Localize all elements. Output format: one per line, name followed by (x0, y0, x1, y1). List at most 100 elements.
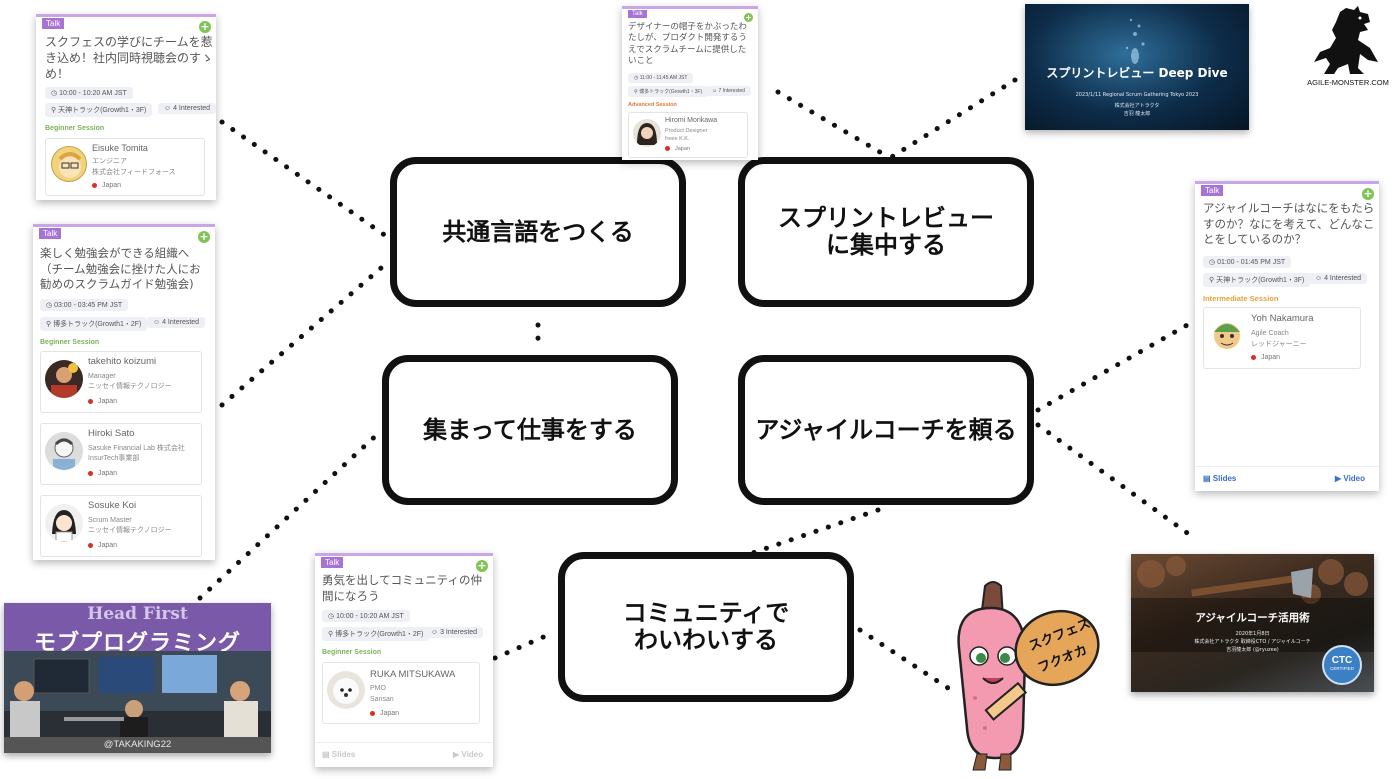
plus-icon[interactable]: + (199, 20, 211, 33)
box-common-language-label: 共通言語をつくる (442, 217, 634, 246)
person-photo-icon (637, 123, 657, 145)
box-community: コミュニティでわいわいする (558, 552, 854, 702)
speaker-company: Sansan (370, 696, 394, 703)
time-text: 10:00 - 10:20 AM JST (59, 90, 127, 97)
speaker-company: ニッセイ情報テクノロジー (88, 527, 172, 534)
agile-monster-logo: AGILE-MONSTER.COM (1298, 2, 1398, 94)
speaker-card[interactable]: Hiroki Sato Sasuke Financial Lab 株式会社 In… (40, 423, 202, 485)
speaker-company: InsurTech事業部 (88, 455, 140, 462)
ctc-badge-sub: CERTIFIED (1330, 666, 1354, 671)
avatar (45, 360, 83, 398)
speaker-role: Scrum Master (88, 517, 132, 524)
slide-event: 2023/1/11 Regional Scrum Gathering Tokyo… (1075, 92, 1199, 98)
plus-icon[interactable]: + (744, 13, 753, 22)
slide-author: 吉羽 龍太郎 (1123, 111, 1151, 117)
session-card-designer-hat[interactable]: Talk + デザイナーの帽子をかぶったわたしが、プロダクト開発するうえでスクラ… (622, 6, 758, 160)
session-card-study-group[interactable]: Talk + 楽しく勉強会ができる組織へ（チーム勉強会に挫けた人にお勧めのスクラ… (33, 224, 215, 560)
cover-title-line1: Head First (87, 604, 188, 624)
level-label: Beginner Session (45, 125, 105, 132)
slide-agile-coach: アジャイルコーチ活用術 2020年1月8日 株式会社アトラクタ 取締役CTO /… (1131, 554, 1374, 692)
underwater-diver-graphic (1125, 18, 1145, 64)
level-label: Beginner Session (322, 649, 382, 656)
card-divider (315, 742, 493, 743)
time-pill: ◷ 01:00 - 01:45 PM JST (1203, 256, 1292, 268)
box-mob-work: 集まって仕事をする (382, 355, 678, 505)
slides-link[interactable]: ▤ Slides (1203, 474, 1237, 483)
interested-pill: ☺ 4 Interested (158, 103, 216, 114)
speaker-role: Agile Coach (1251, 330, 1289, 337)
speaker-card[interactable]: RUKA MITSUKAWA PMO Sansan Japan (322, 662, 480, 724)
ctc-badge-label: CTC (1331, 655, 1353, 666)
plus-icon[interactable]: + (1362, 187, 1374, 200)
session-card-agile-coach[interactable]: Talk + アジャイルコーチはなにをもたらすのか？なにを考えて、どんなことをし… (1195, 181, 1379, 491)
speaker-role: Sasuke Financial Lab 株式会社 (88, 445, 185, 452)
slides-link[interactable]: ▤ Slides (322, 750, 356, 759)
session-card-team-viewing[interactable]: Talk + スクフェスの学びにチームを惹き込め！社内同時視聴会のすゝめ！ ◷ … (36, 14, 216, 200)
cartoon-face-icon (58, 152, 82, 178)
interested-text: 4 Interested (1324, 275, 1362, 282)
time-text: 10:00 - 10:20 AM JST (336, 613, 404, 620)
box-agile-coach: アジャイルコーチを頼る (738, 355, 1034, 505)
level-label: Beginner Session (40, 339, 100, 346)
video-label: Video (1343, 474, 1366, 483)
track-pill: ⚲ 天神トラック(Growth1・3F) (1203, 273, 1311, 287)
track-pill: ⚲ 博多トラック(Growth1・2F) (40, 317, 148, 331)
anime-avatar-icon (52, 510, 76, 542)
mascot-character-illustration (957, 581, 1100, 771)
interested-text: 7 Interested (718, 88, 745, 94)
speaker-card[interactable]: Hiromi Morikawa Product Designer freee K… (628, 112, 748, 158)
session-title: スクフェスの学びにチームを惹き込め！社内同時視聴会のすゝめ！ (45, 35, 214, 82)
avatar (633, 119, 661, 147)
mob-programming-photo (4, 651, 271, 751)
speaker-name: Hiroki Sato (88, 428, 135, 439)
interested-pill: ☺ 4 Interested (1309, 273, 1368, 284)
session-title: アジャイルコーチはなにをもたらすのか？なにを考えて、どんなことをしているのか？ (1203, 201, 1375, 247)
box-common-language: 共通言語をつくる (390, 157, 686, 307)
wood-axe-background (1131, 556, 1374, 652)
box-sprint-review-label: スプリントレビューに集中する (778, 204, 994, 259)
talk-tag: Talk (321, 557, 344, 568)
speaker-country: Japan (92, 182, 121, 189)
speaker-country: Japan (665, 146, 690, 152)
track-pill: ⚲ 博多トラック(Growth1・3F) (628, 86, 709, 97)
level-label: Intermediate Session (1203, 294, 1279, 303)
avatar (45, 432, 83, 470)
video-link[interactable]: ▶ Video (1335, 474, 1366, 483)
interested-pill: ☺ 3 Interested (425, 627, 484, 638)
interested-text: 4 Interested (173, 105, 211, 112)
slide-company: 株式会社アトラクタ 取締役CTO / アジャイルコーチ (1194, 639, 1311, 645)
speaker-role: エンジニア (92, 158, 127, 165)
speaker-country: Japan (1251, 354, 1280, 361)
slide-sprint-review-deep-dive: スプリントレビュー Deep Dive 2023/1/11 Regional S… (1025, 4, 1249, 130)
speaker-card[interactable]: Yoh Nakamura Agile Coach レッドジャーニー Japan (1203, 307, 1361, 369)
speaker-card[interactable]: Eisuke Tomita エンジニア 株式会社フィードフォース Japan (45, 138, 205, 196)
speaker-card[interactable]: takehito koizumi Manager ニッセイ情報テクノロジー Ja… (40, 351, 202, 413)
scrumfest-fukuoka-mascot: スクフェス フクオカ (945, 578, 1105, 774)
slide-company: 株式会社アトラクタ (1114, 103, 1160, 109)
slide-title: スプリントレビュー Deep Dive (1046, 66, 1228, 80)
slides-label: Slides (331, 750, 356, 759)
time-pill: ◷ 10:00 - 10:20 AM JST (322, 610, 410, 622)
dog-photo-icon (333, 678, 359, 704)
speaker-country: Japan (88, 542, 117, 549)
interested-text: 4 Interested (162, 319, 200, 326)
speaker-country: Japan (88, 470, 117, 477)
speaker-card[interactable]: Sosuke Koi Scrum Master ニッセイ情報テクノロジー Jap… (40, 495, 202, 557)
ctc-badge: CTC CERTIFIED (1322, 645, 1362, 685)
session-card-community[interactable]: Talk + 勇気を出してコミュニティの仲間になろう ◷ 10:00 - 10:… (315, 553, 493, 767)
plus-icon[interactable]: + (198, 230, 210, 243)
speaker-company: ニッセイ情報テクノロジー (88, 383, 172, 390)
plus-icon[interactable]: + (476, 559, 488, 572)
box-sprint-review: スプリントレビューに集中する (738, 157, 1034, 307)
session-title: 楽しく勉強会ができる組織へ（チーム勉強会に挫けた人にお勧めのスクラムガイド勉強会… (40, 246, 201, 292)
speaker-name: Sosuke Koi (88, 500, 137, 511)
track-pill: ⚲ 博多トラック(Growth1・2F) (322, 627, 430, 641)
video-link[interactable]: ▶ Video (453, 750, 484, 759)
speaker-country: Japan (370, 710, 399, 717)
monster-silhouette-icon (1314, 6, 1378, 74)
time-pill: ◷ 10:00 - 10:20 AM JST (45, 87, 133, 99)
person-sketch-icon (53, 438, 75, 470)
session-title: 勇気を出してコミュニティの仲間になろう (322, 573, 482, 603)
box-community-label: コミュニティでわいわいする (622, 599, 790, 654)
